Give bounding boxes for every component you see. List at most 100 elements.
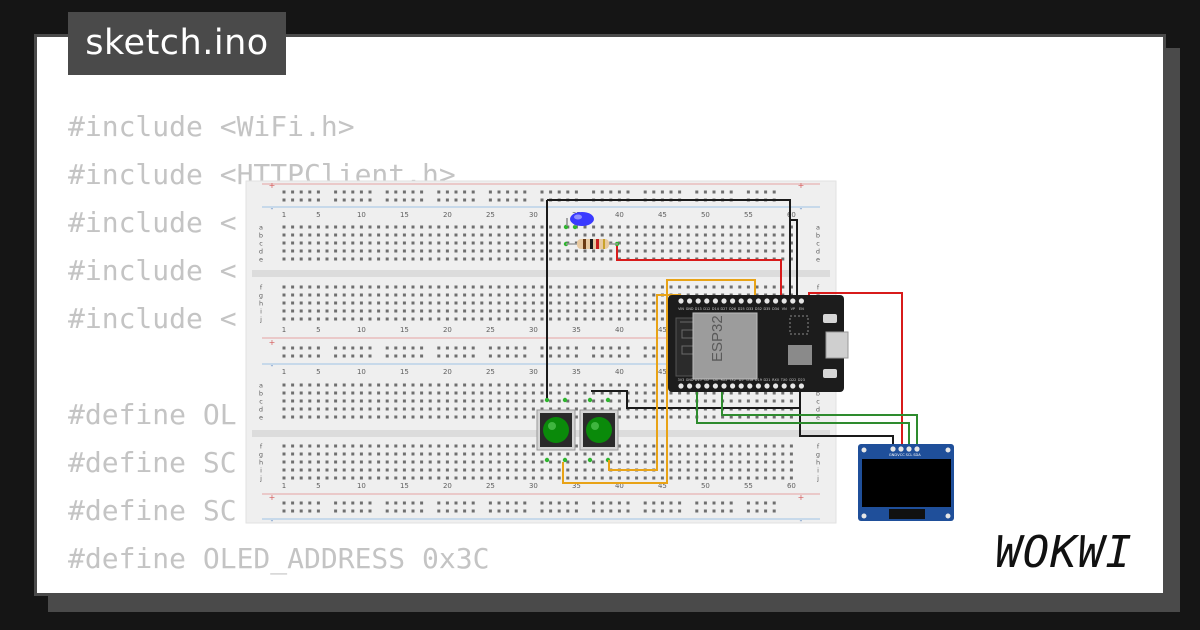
breadboard-hole (402, 233, 406, 237)
oled-pins (890, 446, 920, 452)
breadboard-hole (557, 509, 561, 513)
esp32-header-pin (712, 298, 719, 304)
breadboard-hole (368, 509, 372, 513)
breadboard-hole (643, 309, 647, 313)
breadboard-hole (411, 415, 415, 419)
breadboard-hole (445, 301, 449, 305)
breadboard-hole (368, 452, 372, 456)
esp32-header-pin (790, 298, 796, 304)
boot-button[interactable] (823, 369, 837, 378)
breadboard-hole (454, 452, 458, 456)
breadboard-hole (703, 452, 707, 456)
breadboard-hole (506, 468, 510, 472)
breadboard-hole (411, 317, 415, 321)
push-button-right[interactable] (579, 409, 619, 451)
esp32-pin-label: D23 (798, 378, 805, 382)
breadboard-hole (480, 285, 484, 289)
breadboard-hole (385, 233, 389, 237)
wire-black (789, 219, 798, 297)
breadboard-hole (420, 391, 424, 395)
breadboard-hole (471, 198, 475, 202)
breadboard-hole (359, 460, 363, 464)
row-label: g (259, 292, 263, 300)
breadboard-hole (368, 317, 372, 321)
breadboard-hole (282, 415, 286, 419)
breadboard-hole (334, 383, 338, 387)
button-pin (562, 457, 568, 463)
breadboard-hole (531, 476, 535, 480)
breadboard-hole (660, 346, 664, 350)
push-button-left[interactable] (536, 409, 576, 451)
breadboard-hole (291, 509, 295, 513)
breadboard-hole (351, 225, 355, 229)
breadboard-hole (523, 309, 527, 313)
esp32-header-pin (738, 383, 744, 389)
breadboard-hole (471, 241, 475, 245)
breadboard-hole (600, 249, 604, 253)
breadboard-hole (789, 225, 793, 229)
breadboard-hole (480, 257, 484, 261)
breadboard-hole (617, 293, 621, 297)
breadboard-hole (480, 452, 484, 456)
breadboard-hole (703, 509, 707, 513)
breadboard-hole (282, 383, 286, 387)
breadboard-hole (377, 476, 381, 480)
breadboard-hole (609, 391, 613, 395)
breadboard-hole (617, 285, 621, 289)
breadboard-hole (566, 476, 570, 480)
breadboard-hole (385, 509, 389, 513)
code-line: #include < (68, 206, 237, 239)
breadboard-hole (712, 476, 716, 480)
breadboard-hole (592, 383, 596, 387)
esp32-header-pin (721, 383, 727, 389)
breadboard-hole (729, 460, 733, 464)
breadboard-hole (402, 249, 406, 253)
breadboard-hole (695, 225, 699, 229)
breadboard-hole (669, 452, 673, 456)
breadboard-hole (385, 346, 389, 350)
breadboard-hole (755, 476, 759, 480)
breadboard-hole (480, 301, 484, 305)
breadboard-hole (334, 460, 338, 464)
breadboard-hole (445, 317, 449, 321)
breadboard-hole (514, 301, 518, 305)
breadboard-hole (428, 452, 432, 456)
breadboard-hole (437, 407, 441, 411)
breadboard-hole (540, 399, 544, 403)
breadboard-hole (308, 391, 312, 395)
breadboard-hole (377, 301, 381, 305)
breadboard-hole (506, 257, 510, 261)
column-label: 45 (658, 211, 667, 219)
breadboard-hole (514, 285, 518, 289)
esp32-header-pin (695, 298, 701, 304)
breadboard-hole (652, 452, 656, 456)
breadboard-hole (643, 399, 647, 403)
breadboard-hole (523, 415, 527, 419)
breadboard-hole (764, 476, 768, 480)
breadboard-hole (703, 468, 707, 472)
breadboard-hole (437, 452, 441, 456)
breadboard-hole (531, 468, 535, 472)
breadboard-hole (764, 285, 768, 289)
breadboard-hole (308, 285, 312, 289)
breadboard-hole (549, 354, 553, 358)
breadboard-hole (342, 415, 346, 419)
breadboard-hole (471, 285, 475, 289)
breadboard-hole (574, 285, 578, 289)
breadboard-hole (738, 452, 742, 456)
breadboard-hole (583, 452, 587, 456)
breadboard-hole (729, 399, 733, 403)
breadboard-hole (592, 285, 596, 289)
esp32-header-pin (712, 383, 719, 389)
en-button[interactable] (823, 314, 837, 323)
row-label: b (816, 232, 820, 240)
breadboard-hole (420, 415, 424, 419)
breadboard-hole (557, 190, 561, 194)
breadboard-hole (334, 415, 338, 419)
breadboard-hole (394, 354, 398, 358)
breadboard-hole (557, 257, 561, 261)
breadboard-hole (566, 317, 570, 321)
breadboard-hole (652, 444, 656, 448)
breadboard-hole (299, 309, 303, 313)
breadboard-hole (557, 233, 561, 237)
